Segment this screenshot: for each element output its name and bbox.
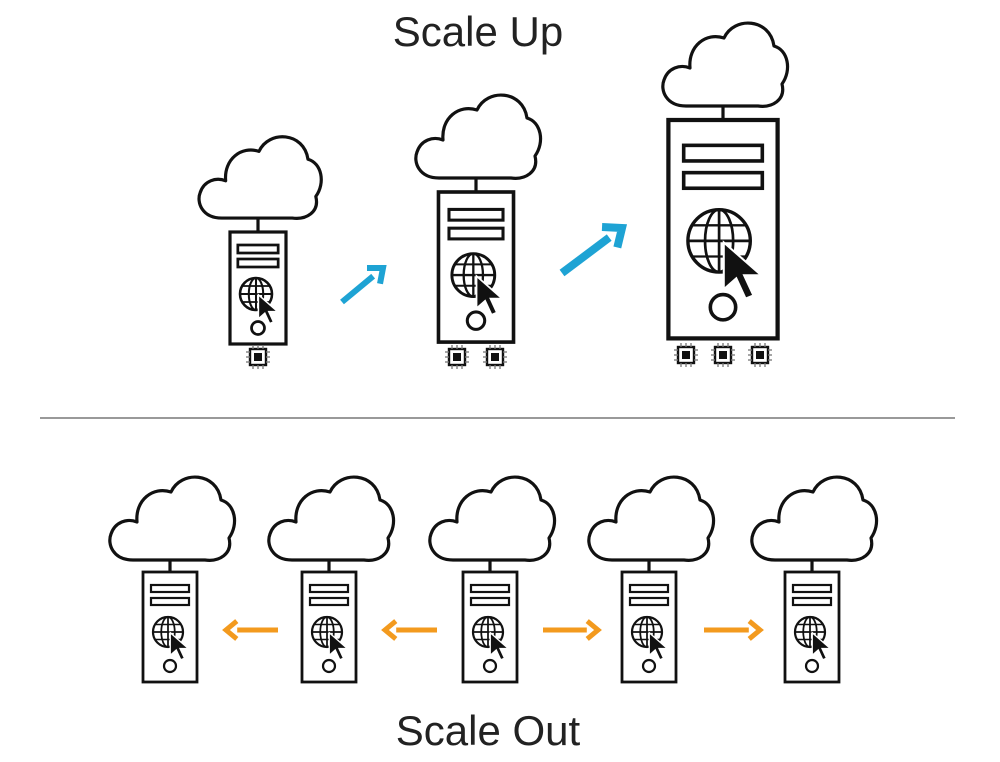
drive-bay [469, 596, 511, 607]
globe-icon [793, 615, 827, 649]
server-icon [300, 570, 358, 684]
power-button [321, 658, 337, 674]
cpu-chip-icon [711, 343, 735, 367]
drive-bay [308, 583, 350, 594]
arrow-icon [704, 619, 764, 641]
cloud-icon [750, 475, 879, 562]
cloud-icon [661, 21, 790, 108]
power-button [708, 292, 738, 322]
server-unit-medium [414, 93, 543, 369]
drive-bay [149, 596, 191, 607]
globe-icon [686, 208, 752, 274]
server-icon [228, 230, 288, 346]
power-button [465, 310, 487, 331]
power-button [250, 320, 266, 336]
arrow-icon [381, 619, 437, 641]
arrow-icon [222, 619, 278, 641]
cloud-icon [108, 475, 237, 562]
server-unit-large [661, 21, 790, 367]
drive-bay [236, 257, 280, 269]
cursor-icon [648, 631, 670, 661]
cursor-icon [811, 631, 833, 661]
drive-bay [681, 170, 765, 191]
server-icon [620, 570, 678, 684]
cloud-icon [587, 475, 716, 562]
server-unit-scale-out [587, 475, 716, 684]
server-icon [461, 570, 519, 684]
globe-icon [471, 615, 505, 649]
server-icon [666, 117, 780, 341]
arrow-icon [559, 223, 628, 277]
drive-bay [447, 226, 505, 241]
arrow-icon [543, 619, 602, 641]
globe-icon [630, 615, 664, 649]
server-unit-scale-out [267, 475, 396, 684]
cloud-icon [414, 93, 543, 180]
globe-icon [450, 252, 497, 298]
server-unit-scale-out [108, 475, 237, 684]
cpu-chip-icon [483, 345, 507, 369]
cpu-chip-icon [748, 343, 772, 367]
cursor-icon [328, 631, 350, 661]
cpu-chip-icon [674, 343, 698, 367]
server-icon [141, 570, 199, 684]
drive-bay [791, 583, 833, 594]
power-button [641, 658, 657, 674]
drive-bay [628, 583, 670, 594]
cursor-icon [722, 240, 764, 300]
power-button [804, 658, 820, 674]
drive-bay [681, 143, 765, 163]
server-icon [783, 570, 841, 684]
cursor-icon [475, 274, 505, 316]
cloud-icon [267, 475, 396, 562]
drive-bay [447, 207, 505, 222]
drive-bay [469, 583, 511, 594]
power-button [482, 658, 498, 674]
power-button [162, 658, 178, 674]
drive-bay [791, 596, 833, 607]
server-unit-scale-out [750, 475, 879, 684]
server-icon [436, 190, 516, 344]
drive-bay [628, 596, 670, 607]
globe-icon [310, 615, 344, 649]
drive-bay [236, 243, 280, 255]
globe-icon [238, 276, 274, 312]
cloud-icon [197, 135, 323, 220]
cpu-chip-icon [445, 345, 469, 369]
cursor-icon [257, 293, 280, 325]
cursor-icon [169, 631, 191, 661]
arrow-icon [340, 264, 387, 305]
scale-up-title: Scale Up [393, 8, 563, 55]
cpu-chip-icon [246, 345, 270, 369]
diagram-layer [108, 21, 879, 684]
scale-out-title: Scale Out [396, 707, 581, 754]
server-unit-scale-out [428, 475, 557, 684]
cursor-icon [489, 631, 511, 661]
drive-bay [149, 583, 191, 594]
server-unit-small [197, 135, 323, 369]
drive-bay [308, 596, 350, 607]
cloud-icon [428, 475, 557, 562]
